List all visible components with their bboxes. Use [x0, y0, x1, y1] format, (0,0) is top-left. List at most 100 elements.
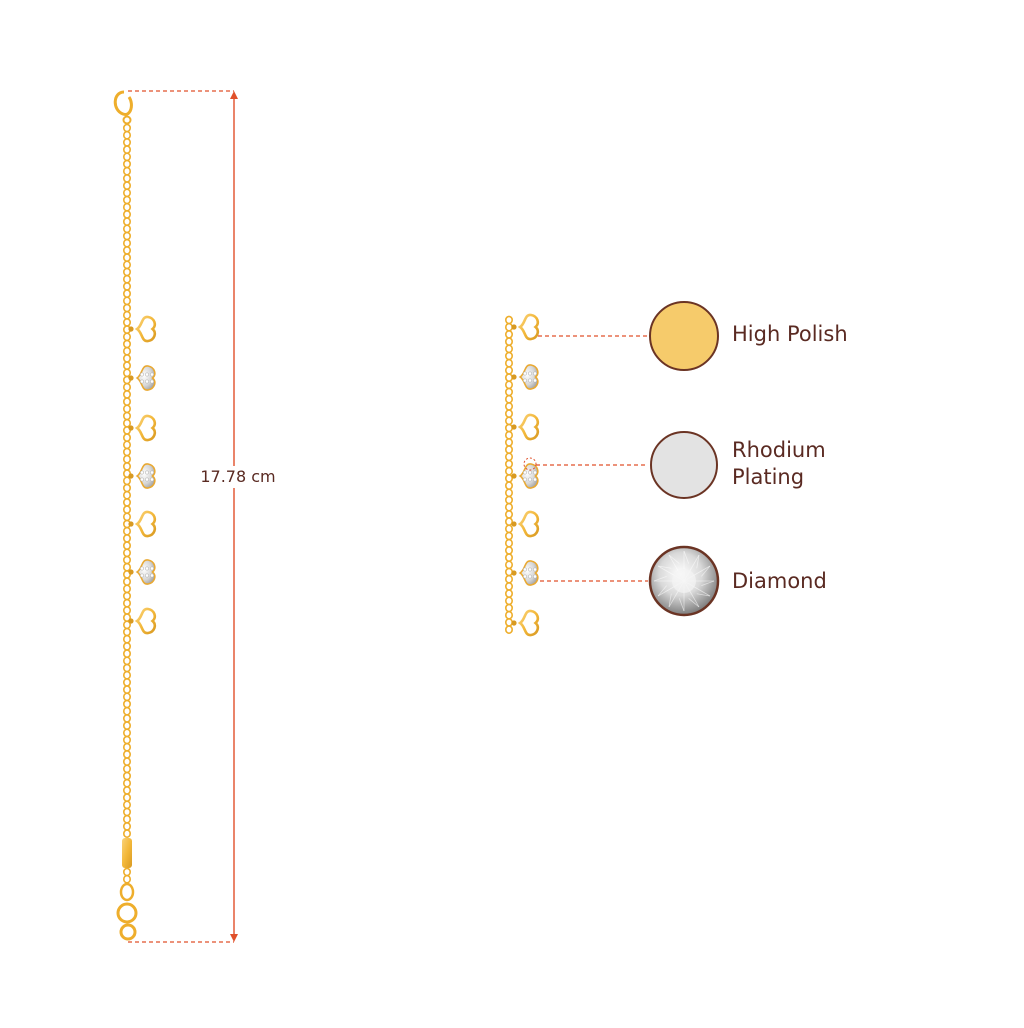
chain-link [123, 281, 132, 291]
pave-stone [140, 372, 144, 377]
chain-link [123, 606, 132, 615]
chain-link [123, 195, 132, 205]
diamond-heart-charm [511, 560, 539, 586]
gold-heart-charm [128, 315, 157, 343]
chain-link [123, 166, 132, 176]
pave-stone [150, 470, 154, 475]
chain-link [504, 373, 513, 382]
chain-link [123, 562, 132, 572]
chain-link [123, 332, 132, 342]
chain-link [123, 397, 132, 406]
chain-link [123, 649, 132, 658]
charm-bead [511, 521, 517, 527]
chain-link [504, 510, 513, 519]
chain-link [504, 625, 513, 634]
diamond-heart-charm [128, 463, 156, 489]
chain-link [504, 589, 513, 598]
chain-link [123, 361, 132, 370]
chain-link [123, 483, 132, 493]
clasp-ring [122, 115, 132, 125]
pave-stone [528, 378, 532, 383]
charm-bead [511, 424, 517, 430]
chain-link [123, 274, 132, 284]
chain-link [123, 591, 132, 601]
charm-bead [128, 375, 134, 381]
gold-heart-charm [511, 413, 540, 441]
chain-link [123, 317, 132, 327]
charm-bead [511, 324, 517, 330]
length-label: 17.78 cm [190, 466, 286, 488]
chain-link [123, 721, 132, 730]
chain-link [123, 137, 132, 147]
chain-link [123, 253, 132, 262]
chain-link [504, 322, 513, 332]
chain-link [123, 303, 132, 313]
chain-link [123, 714, 132, 723]
pave-stone [523, 574, 527, 579]
extender-ring [119, 882, 135, 902]
chain-link [123, 541, 132, 550]
pave-stone [145, 470, 149, 475]
chain-link [504, 423, 513, 433]
facet-line [678, 598, 685, 612]
pave-stone [150, 372, 154, 377]
facet-line [668, 554, 680, 564]
chain-link [123, 267, 132, 277]
charm-bead [511, 374, 517, 380]
chain [123, 123, 132, 838]
chain-link [504, 394, 513, 404]
chain-link [123, 814, 132, 824]
pave-stone [145, 566, 149, 571]
chain-link [123, 224, 132, 234]
facet-line [657, 565, 672, 569]
chain-link [123, 411, 132, 421]
chain-link [123, 231, 132, 241]
detail-bracelet [504, 313, 540, 637]
pave-stone [528, 470, 532, 475]
chain-link [123, 245, 132, 255]
pave-stone [528, 574, 532, 579]
chain-link [123, 793, 132, 802]
chain-link [504, 574, 513, 584]
pave-stone [533, 477, 537, 482]
callout-leaders [523, 335, 648, 582]
pave-stone [523, 470, 527, 475]
chain-link [504, 365, 513, 375]
pave-stone [150, 566, 154, 571]
chain-link [123, 181, 132, 190]
pave-stone [140, 573, 144, 578]
chain-link [123, 757, 132, 766]
chain-link [504, 553, 513, 562]
diamond-heart-charm [128, 559, 156, 585]
dimension-arrow-top [230, 91, 238, 99]
chain-link [123, 663, 132, 673]
legend-label-diamond: Diamond [732, 569, 827, 593]
facet-line [701, 565, 711, 577]
chain-link [123, 130, 132, 140]
chain-link [504, 517, 513, 526]
diamond-swatch-icon [648, 545, 720, 617]
heart-outline [517, 313, 540, 341]
chain-link [123, 490, 132, 500]
chain-link [504, 618, 513, 627]
chain-link [123, 548, 132, 558]
chain-link [123, 497, 132, 507]
legend-label-high-polish: High Polish [732, 322, 848, 346]
dimension-arrow-bottom [230, 934, 238, 942]
rhodium-swatch-icon [650, 431, 718, 499]
chain-link [123, 771, 132, 781]
gold-heart-charm [511, 609, 540, 637]
chain-link [123, 829, 132, 838]
chain-link [123, 310, 132, 320]
pave-stone [523, 477, 527, 482]
heart-outline [517, 413, 540, 441]
chain-link [123, 555, 132, 565]
heart-outline [517, 609, 540, 637]
pave-stone [150, 379, 154, 384]
chain-link [504, 387, 513, 397]
chain-link [123, 735, 132, 745]
pave-stone [140, 470, 144, 475]
diamond-heart-charm [511, 463, 539, 489]
brand-tag [122, 838, 132, 868]
